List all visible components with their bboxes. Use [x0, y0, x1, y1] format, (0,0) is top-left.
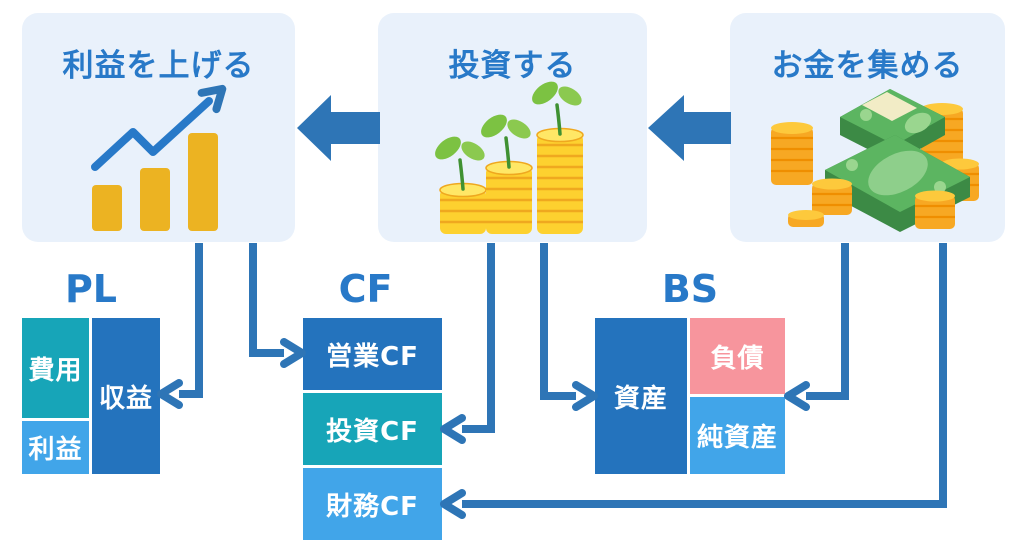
flow-box-raise-profit: 利益を上げる	[22, 13, 295, 242]
pl-table: 費用 利益 収益	[22, 318, 160, 474]
flow-box-invest: 投資する	[378, 13, 647, 242]
flow-box-collect-money: お金を集める	[730, 13, 1005, 242]
bs-cell-assets: 資産	[595, 318, 687, 474]
bs-label: BS	[661, 267, 719, 311]
flow-box-collect-money-title: お金を集める	[771, 48, 964, 84]
cf-label: CF	[338, 267, 393, 311]
connector-profit-to-operating-cf	[249, 243, 306, 368]
bs-table: 資産 負債 純資産	[595, 318, 785, 474]
cf-cell-investing: 投資CF	[303, 393, 442, 465]
cf-cell-operating: 営業CF	[303, 318, 442, 390]
pl-cell-expenses: 費用	[22, 318, 89, 418]
flow-box-raise-profit-title: 利益を上げる	[62, 48, 255, 84]
flow-box-invest-title: 投資する	[448, 48, 577, 84]
bs-cell-liabilities: 負債	[690, 318, 785, 394]
pl-cell-profit: 利益	[22, 421, 89, 474]
bar-chart-growth-icon	[91, 84, 227, 231]
bs-cell-net-assets: 純資産	[690, 397, 785, 474]
connector-invest-to-assets	[540, 243, 598, 411]
connector-collect-to-liabilities	[784, 243, 849, 411]
coin-sprout-icon	[435, 81, 584, 234]
cf-cell-financing: 財務CF	[303, 468, 442, 540]
flow-arrow-collect-to-invest	[648, 95, 731, 161]
connector-profit-to-revenue	[157, 243, 203, 409]
pl-cell-revenue: 収益	[92, 318, 160, 474]
cf-table: 営業CF 投資CF 財務CF	[303, 318, 442, 540]
pl-label: PL	[64, 267, 118, 311]
money-and-coins-icon	[771, 89, 979, 232]
flow-arrow-invest-to-profit	[297, 95, 380, 161]
connector-invest-to-investing-cf	[440, 243, 495, 444]
